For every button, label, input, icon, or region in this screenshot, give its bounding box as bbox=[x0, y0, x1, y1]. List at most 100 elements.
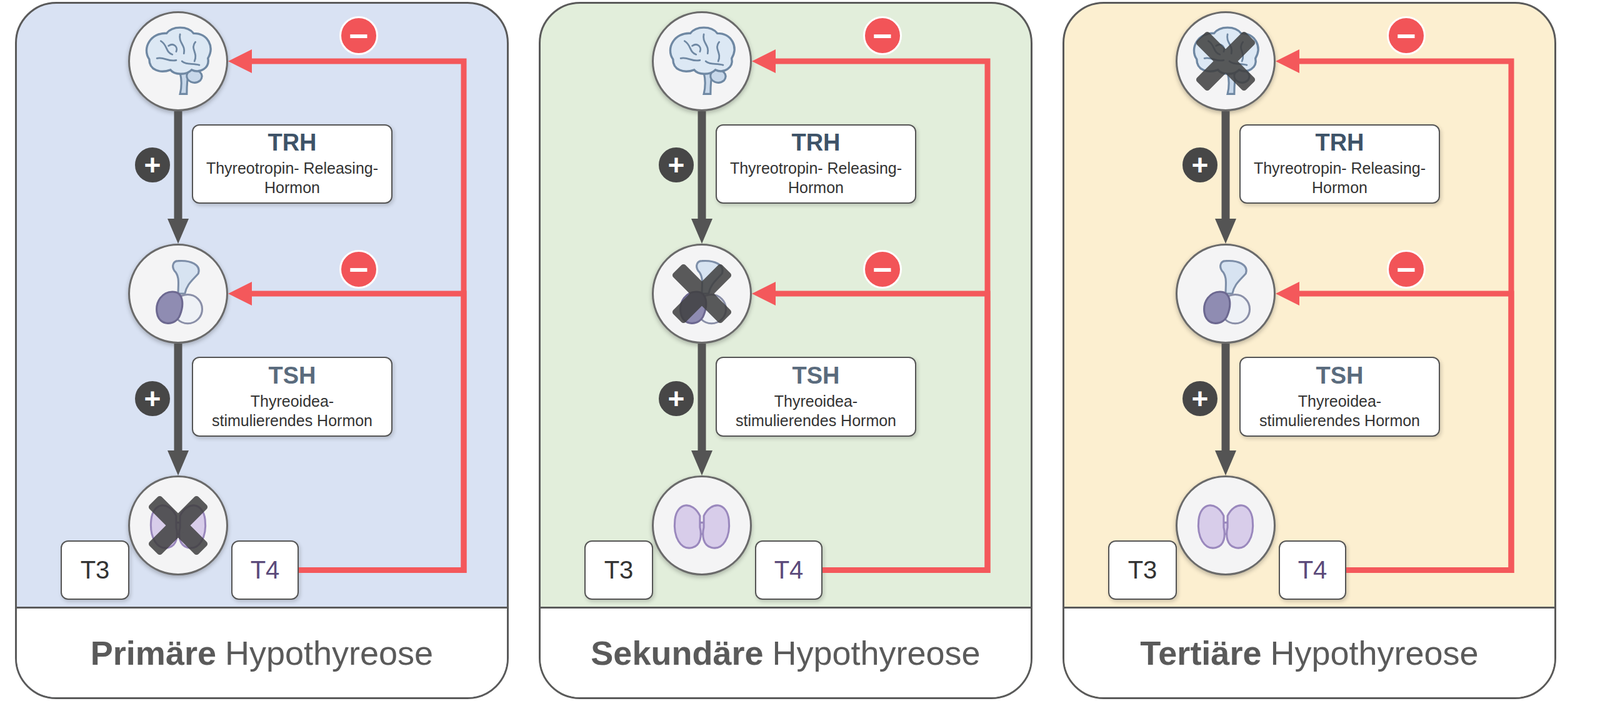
pituitary-stalk bbox=[1220, 260, 1247, 294]
title-band: PrimäreHypothyreose bbox=[16, 606, 507, 698]
anterior-lobe bbox=[1204, 291, 1230, 324]
node-body: Hypothyreose bbox=[225, 633, 434, 673]
organ-illustration bbox=[130, 13, 227, 110]
hormone-tag: T4 bbox=[1278, 540, 1347, 600]
panel-box: PrimäreHypothyreoseTRHThyreotropin- Rele… bbox=[15, 1, 509, 700]
organ-illustration bbox=[653, 245, 750, 342]
thyroid-circle bbox=[651, 475, 752, 576]
thyroid-lobe bbox=[1226, 505, 1254, 549]
thyroid-circle bbox=[1175, 475, 1276, 576]
feedback-arrow bbox=[238, 293, 464, 571]
stimulation-badge: + bbox=[658, 381, 694, 417]
thyroid-icon bbox=[674, 505, 729, 549]
node-heading: TRH bbox=[1315, 130, 1364, 157]
node-heading: Tertiäre bbox=[1140, 633, 1262, 673]
hormone-tag: T3 bbox=[60, 540, 130, 600]
brain-gyrus bbox=[680, 58, 700, 61]
sign-symbol: + bbox=[144, 384, 162, 414]
sign-symbol: − bbox=[1396, 18, 1417, 53]
panel-box: SekundäreHypothyreose TRHThyreotropin- Re… bbox=[538, 1, 1033, 700]
thyroid-lobe bbox=[674, 505, 701, 549]
node-heading: T4 bbox=[774, 556, 804, 585]
sign-symbol: − bbox=[348, 252, 369, 287]
node-heading: T4 bbox=[1298, 556, 1328, 585]
node-heading: Primäre bbox=[90, 633, 217, 673]
organ-illustration bbox=[1177, 245, 1274, 342]
sign-symbol: + bbox=[1191, 150, 1209, 180]
hormone-tag: T3 bbox=[1108, 540, 1177, 600]
sign-symbol: + bbox=[144, 150, 162, 180]
node-heading: TSH bbox=[1316, 363, 1364, 390]
cross-mark bbox=[671, 263, 733, 325]
node-heading: T3 bbox=[80, 556, 110, 585]
inhibition-badge: − bbox=[1386, 250, 1426, 289]
anterior-lobe bbox=[156, 291, 183, 324]
stimulation-arrow bbox=[698, 111, 707, 234]
brain-gyrus bbox=[193, 41, 195, 62]
inhibition-badge: − bbox=[339, 250, 379, 289]
inhibition-badge: − bbox=[863, 250, 902, 289]
node-body: Thyreoidea- stimulierendes Hormon bbox=[1249, 391, 1430, 432]
node-heading: T3 bbox=[1128, 556, 1158, 585]
cross-mark bbox=[1195, 30, 1257, 92]
hormone-box: TSHThyreoidea- stimulierendes Hormon bbox=[715, 356, 917, 437]
hormone-tag: T4 bbox=[231, 540, 299, 600]
pituitary-icon bbox=[156, 260, 203, 324]
pituitary-circle bbox=[651, 243, 752, 344]
panel-box: TertiäreHypothyreose TRHThyreotropin- Rel… bbox=[1062, 1, 1557, 700]
stimulation-badge: + bbox=[135, 147, 170, 183]
title-band: TertiäreHypothyreose bbox=[1064, 606, 1555, 698]
organ-illustration bbox=[1177, 477, 1274, 574]
node-heading: TSH bbox=[268, 363, 317, 390]
cross-bar bbox=[671, 263, 733, 325]
node-body: Thyreotropin- Releasing-Hormon bbox=[725, 158, 907, 199]
feedback-arrow bbox=[238, 61, 464, 571]
brain-gyrus bbox=[716, 41, 719, 62]
thyroid-lobe bbox=[1198, 505, 1225, 549]
node-heading: TRH bbox=[791, 130, 840, 157]
sign-symbol: + bbox=[1191, 384, 1209, 414]
hormone-box: TRHThyreotropin- Releasing-Hormon bbox=[1239, 124, 1440, 204]
brain-icon bbox=[1193, 27, 1258, 94]
hormone-tag: T4 bbox=[755, 540, 823, 600]
title-band: SekundäreHypothyreose bbox=[540, 606, 1031, 698]
thyroid-icon bbox=[1198, 505, 1253, 549]
brain-icon bbox=[670, 27, 734, 94]
pituitary-icon bbox=[1204, 260, 1250, 324]
brain-icon bbox=[146, 27, 210, 94]
cerebrum bbox=[670, 27, 734, 74]
sign-symbol: − bbox=[872, 18, 893, 53]
node-body: Hypothyreose bbox=[771, 633, 980, 673]
thyroid-lobe bbox=[703, 505, 730, 549]
node-body: Thyreoidea- stimulierendes Hormon bbox=[201, 391, 383, 432]
thyroid-circle bbox=[128, 475, 229, 576]
cerebrum bbox=[146, 27, 210, 74]
stimulation-arrow bbox=[1221, 343, 1230, 466]
sign-symbol: − bbox=[348, 18, 369, 53]
node-heading: T3 bbox=[604, 556, 634, 585]
brain-gyrus bbox=[181, 61, 200, 65]
brain-circle bbox=[1175, 11, 1276, 112]
node-heading: T4 bbox=[250, 556, 280, 585]
brain-gyrus bbox=[168, 44, 177, 52]
node-body: Thyreotropin- Releasing-Hormon bbox=[1249, 158, 1430, 199]
feedback-arrow bbox=[1285, 61, 1512, 571]
hormone-tag: T3 bbox=[584, 540, 654, 600]
node-body: Thyreotropin- Releasing-Hormon bbox=[201, 158, 383, 199]
brain-gyrus bbox=[156, 58, 177, 61]
brain-gyrus bbox=[160, 41, 172, 55]
pituitary-circle bbox=[1175, 243, 1276, 344]
cross-mark bbox=[147, 495, 209, 557]
hormone-box: TSHThyreoidea- stimulierendes Hormon bbox=[191, 356, 393, 437]
brain-gyrus bbox=[692, 44, 701, 52]
organ-illustration bbox=[653, 13, 750, 110]
stimulation-arrow bbox=[1221, 111, 1230, 234]
organ-illustration bbox=[130, 245, 227, 342]
inhibition-badge: − bbox=[339, 16, 379, 55]
stimulation-badge: + bbox=[658, 147, 694, 183]
sign-symbol: + bbox=[668, 384, 685, 414]
node-body: Thyreoidea- stimulierendes Hormon bbox=[725, 391, 907, 432]
stimulation-badge: + bbox=[1182, 381, 1218, 417]
stimulation-arrow bbox=[174, 343, 183, 466]
